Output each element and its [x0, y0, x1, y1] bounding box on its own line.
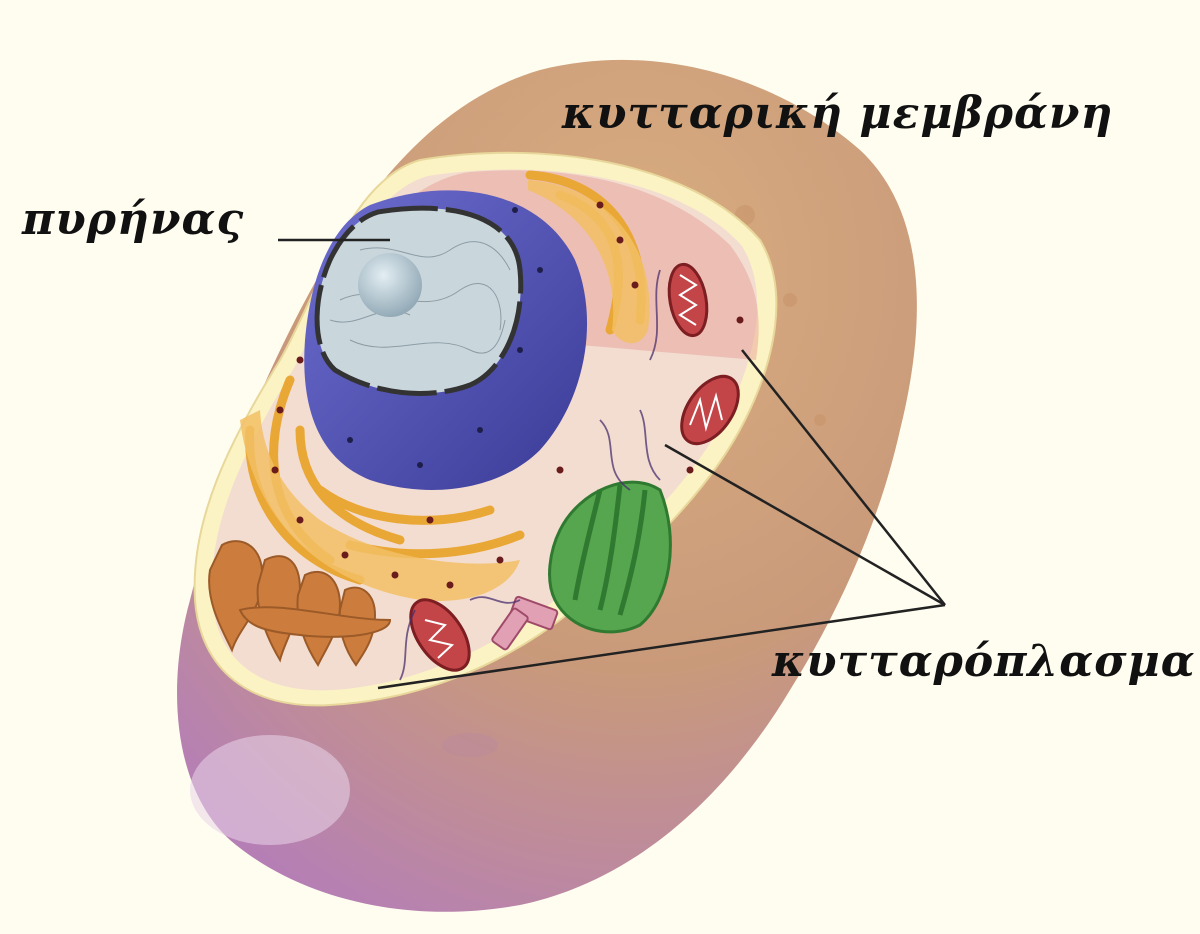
- cytoplasm-pointer-2: [664, 443, 946, 607]
- nucleoplasm: [314, 205, 524, 396]
- green-organelle: [548, 480, 672, 634]
- pointer-lines: [278, 238, 946, 690]
- mitochondria: [409, 262, 740, 672]
- nucleolus: [358, 253, 422, 317]
- membrane-label: κυτταρική μεμβράνη: [562, 88, 1114, 139]
- centrioles: [491, 595, 559, 651]
- mitochondrion-3: [409, 598, 471, 672]
- golgi-apparatus: [208, 540, 392, 668]
- mitochondrion-1: [667, 262, 709, 338]
- nucleus: [304, 190, 588, 490]
- cytoplasm-label: κυτταρόπλασμα: [772, 636, 1196, 687]
- cytoplasm-pointer-3: [377, 603, 946, 690]
- mitochondrion-2: [680, 374, 740, 446]
- cytoplasm-pointer-1: [741, 349, 946, 606]
- nucleus-label: πυρήνας: [22, 194, 245, 245]
